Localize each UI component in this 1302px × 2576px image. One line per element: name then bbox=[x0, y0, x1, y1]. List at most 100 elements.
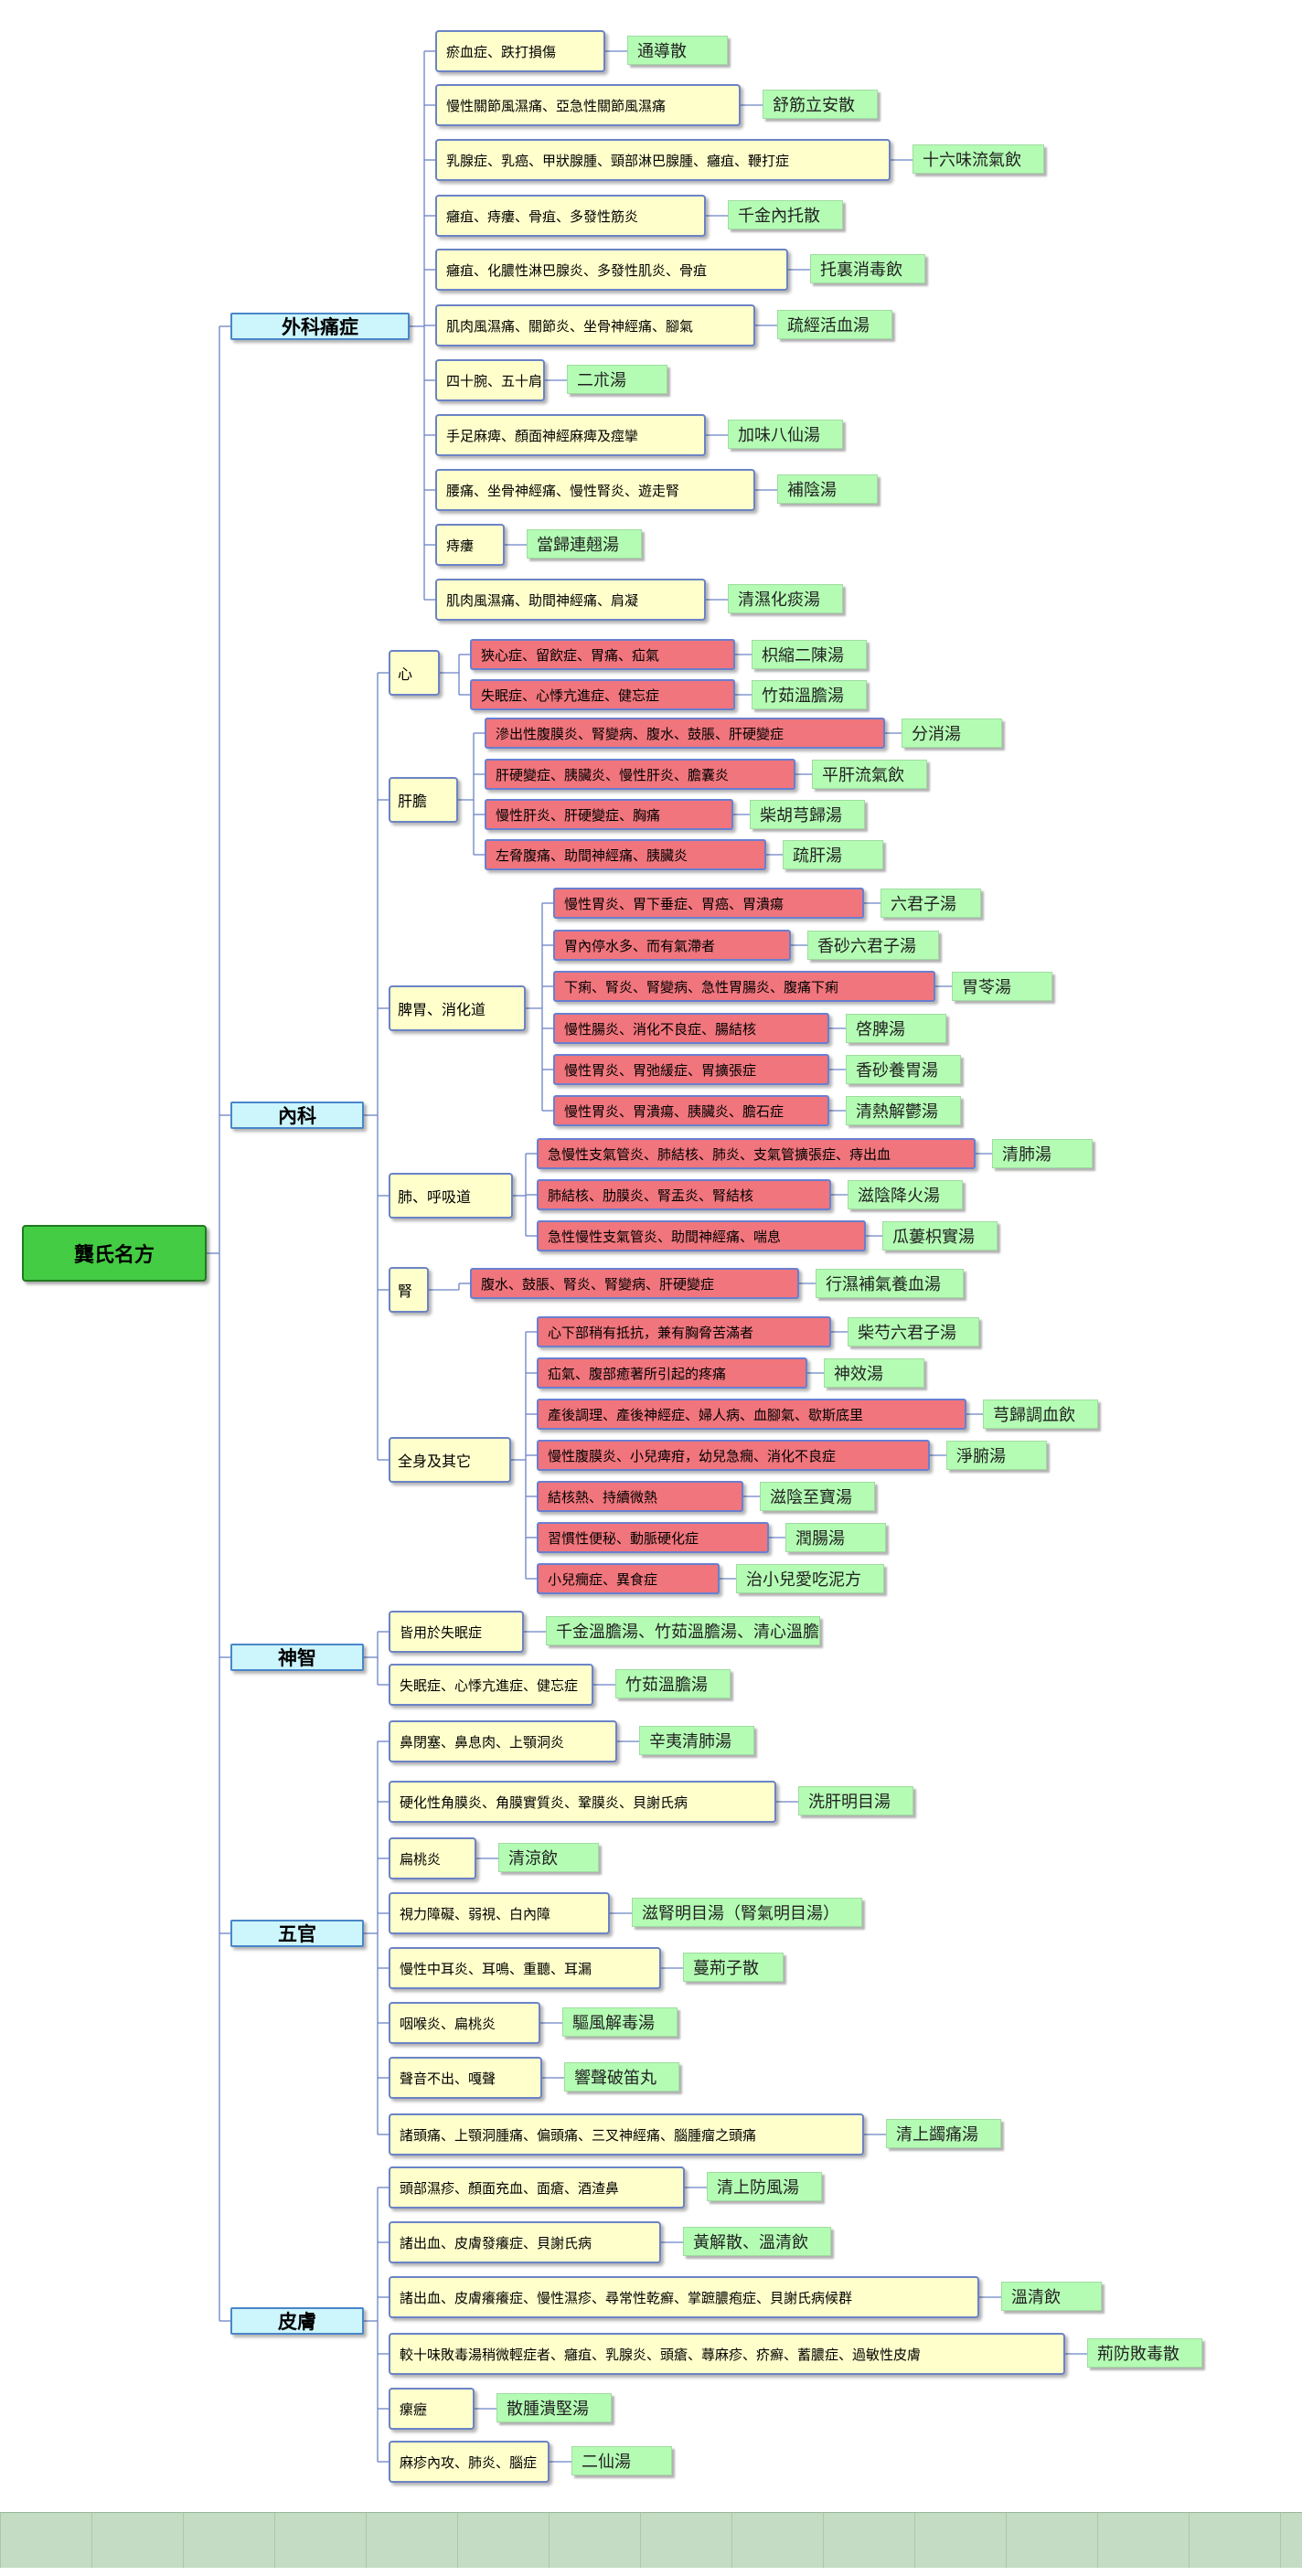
prescription-node[interactable]: 芎歸調血飲 bbox=[983, 1400, 1098, 1429]
prescription-node[interactable]: 通導散 bbox=[627, 36, 728, 65]
prescription-node[interactable]: 分消湯 bbox=[902, 719, 1002, 748]
symptom-node[interactable]: 咽喉炎、扁桃炎 bbox=[389, 2002, 540, 2044]
prescription-node[interactable]: 六君子湯 bbox=[880, 889, 981, 918]
internal-symptom-node[interactable]: 胃內停水多、而有氣滯者 bbox=[553, 930, 791, 961]
prescription-node[interactable]: 枳縮二陳湯 bbox=[752, 640, 867, 669]
internal-symptom-node[interactable]: 慢性胃炎、胃弛緩症、胃擴張症 bbox=[553, 1054, 829, 1085]
prescription-node[interactable]: 黃解散、溫清飲 bbox=[683, 2227, 831, 2256]
symptom-node[interactable]: 慢性中耳炎、耳鳴、重聽、耳漏 bbox=[389, 1947, 661, 1989]
category-node[interactable]: 外科痛症 bbox=[230, 313, 410, 340]
prescription-node[interactable]: 響聲破笛丸 bbox=[564, 2062, 679, 2092]
prescription-node[interactable]: 柴芍六君子湯 bbox=[848, 1317, 979, 1347]
prescription-node[interactable]: 清上蠲痛湯 bbox=[886, 2119, 1001, 2148]
internal-symptom-node[interactable]: 急性慢性支氣管炎、助間神經痛、喘息 bbox=[537, 1220, 866, 1251]
internal-symptom-node[interactable]: 腹水、鼓脹、腎炎、腎變病、肝硬變症 bbox=[470, 1268, 799, 1299]
group-node[interactable]: 肝膽 bbox=[389, 777, 458, 823]
internal-symptom-node[interactable]: 慢性胃炎、胃下垂症、胃癌、胃潰瘍 bbox=[553, 888, 864, 919]
prescription-node[interactable]: 清熱解鬱湯 bbox=[846, 1096, 961, 1125]
prescription-node[interactable]: 清涼飲 bbox=[498, 1843, 599, 1872]
group-node[interactable]: 脾胃、消化道 bbox=[389, 985, 526, 1031]
internal-symptom-node[interactable]: 肝硬變症、胰臟炎、慢性肝炎、膽囊炎 bbox=[485, 759, 795, 790]
symptom-node[interactable]: 痔瘻 bbox=[435, 524, 505, 566]
symptom-node[interactable]: 聲音不出、嘎聲 bbox=[389, 2057, 542, 2099]
internal-symptom-node[interactable]: 慢性肝炎、肝硬變症、胸痛 bbox=[485, 799, 733, 830]
internal-symptom-node[interactable]: 產後調理、產後神經症、婦人病、血腳氣、歇斯底里 bbox=[537, 1399, 966, 1430]
symptom-node[interactable]: 肌肉風濕痛、關節炎、坐骨神經痛、腳氣 bbox=[435, 304, 755, 346]
prescription-node[interactable]: 加味八仙湯 bbox=[728, 420, 843, 449]
prescription-node[interactable]: 辛夷清肺湯 bbox=[639, 1726, 754, 1755]
internal-symptom-node[interactable]: 慢性腸炎、消化不良症、腸結核 bbox=[553, 1013, 829, 1044]
prescription-node[interactable]: 滋陰降火湯 bbox=[848, 1180, 963, 1209]
symptom-node[interactable]: 癰疽、化膿性淋巴腺炎、多發性肌炎、骨疽 bbox=[435, 249, 788, 291]
prescription-node[interactable]: 清濕化痰湯 bbox=[728, 584, 843, 613]
internal-symptom-node[interactable]: 心下部稍有抵抗，兼有胸脅苦滿者 bbox=[537, 1316, 831, 1347]
prescription-node[interactable]: 啓脾湯 bbox=[846, 1014, 946, 1043]
symptom-node[interactable]: 瘰癧 bbox=[389, 2388, 475, 2430]
prescription-node[interactable]: 舒筋立安散 bbox=[763, 90, 878, 119]
group-node[interactable]: 腎 bbox=[389, 1267, 429, 1313]
internal-symptom-node[interactable]: 左脅腹痛、助間神經痛、胰臟炎 bbox=[485, 839, 766, 870]
internal-symptom-node[interactable]: 慢性腹膜炎、小兒痺疳，幼兒急癇、消化不良症 bbox=[537, 1440, 930, 1471]
prescription-node[interactable]: 疏肝湯 bbox=[783, 840, 883, 869]
symptom-node[interactable]: 諸頭痛、上顎洞腫痛、偏頭痛、三叉神經痛、腦腫瘤之頭痛 bbox=[389, 2113, 864, 2156]
internal-symptom-node[interactable]: 慢性胃炎、胃潰瘍、胰臟炎、膽石症 bbox=[553, 1095, 829, 1126]
prescription-node[interactable]: 瓜蔞枳實湯 bbox=[882, 1221, 998, 1251]
internal-symptom-node[interactable]: 失眠症、心悸亢進症、健忘症 bbox=[470, 679, 735, 710]
prescription-node[interactable]: 竹茹溫膽湯 bbox=[615, 1669, 731, 1698]
internal-symptom-node[interactable]: 滲出性腹膜炎、腎變病、腹水、鼓脹、肝硬變症 bbox=[485, 718, 885, 749]
prescription-node[interactable]: 散腫潰堅湯 bbox=[496, 2393, 612, 2422]
category-node[interactable]: 五官 bbox=[230, 1920, 364, 1947]
prescription-node[interactable]: 當歸連翹湯 bbox=[527, 529, 642, 559]
symptom-node[interactable]: 乳腺症、乳癌、甲狀腺腫、頸部淋巴腺腫、癰疽、鞭打症 bbox=[435, 139, 891, 181]
symptom-node[interactable]: 腰痛、坐骨神經痛、慢性腎炎、遊走腎 bbox=[435, 469, 755, 511]
prescription-node[interactable]: 胃苓湯 bbox=[952, 972, 1052, 1001]
prescription-node[interactable]: 十六味流氣飲 bbox=[912, 144, 1044, 174]
prescription-node[interactable]: 驅風解毒湯 bbox=[562, 2007, 678, 2037]
prescription-node[interactable]: 托裏消毒飲 bbox=[810, 254, 925, 283]
prescription-node[interactable]: 滋腎明目湯（腎氣明目湯） bbox=[632, 1898, 862, 1927]
symptom-node[interactable]: 四十腕、五十肩 bbox=[435, 359, 545, 401]
prescription-node[interactable]: 竹茹溫膽湯 bbox=[752, 680, 867, 709]
internal-symptom-node[interactable]: 習慣性便秘、動脈硬化症 bbox=[537, 1522, 769, 1553]
symptom-node[interactable]: 諸出血、皮膚發癢症、貝謝氏病 bbox=[389, 2221, 661, 2263]
prescription-node[interactable]: 清上防風湯 bbox=[707, 2172, 822, 2201]
prescription-node[interactable]: 二朮湯 bbox=[567, 365, 667, 394]
group-node[interactable]: 全身及其它 bbox=[389, 1437, 511, 1483]
prescription-node[interactable]: 平肝流氣飲 bbox=[812, 760, 927, 789]
prescription-node[interactable]: 神效湯 bbox=[824, 1358, 924, 1388]
prescription-node[interactable]: 補陰湯 bbox=[777, 474, 878, 504]
symptom-node[interactable]: 慢性關節風濕痛、亞急性關節風濕痛 bbox=[435, 84, 741, 126]
internal-symptom-node[interactable]: 狹心症、留飲症、胃痛、疝氣 bbox=[470, 639, 735, 670]
prescription-node[interactable]: 二仙湯 bbox=[571, 2446, 672, 2475]
internal-symptom-node[interactable]: 結核熱、持續微熱 bbox=[537, 1481, 743, 1512]
prescription-node[interactable]: 疏經活血湯 bbox=[777, 310, 892, 339]
prescription-node[interactable]: 柴胡芎歸湯 bbox=[750, 800, 865, 829]
category-node[interactable]: 皮膚 bbox=[230, 2307, 364, 2335]
internal-symptom-node[interactable]: 肺結核、肋膜炎、腎盂炎、腎結核 bbox=[537, 1179, 831, 1210]
prescription-node[interactable]: 千金溫膽湯、竹茹溫膽湯、清心溫膽湯 bbox=[546, 1616, 820, 1645]
prescription-node[interactable]: 蔓荊子散 bbox=[683, 1953, 784, 1982]
prescription-node[interactable]: 香砂養胃湯 bbox=[846, 1055, 961, 1084]
symptom-node[interactable]: 扁桃炎 bbox=[389, 1837, 476, 1879]
symptom-node[interactable]: 皆用於失眠症 bbox=[389, 1611, 524, 1653]
prescription-node[interactable]: 治小兒愛吃泥方 bbox=[736, 1564, 884, 1593]
symptom-node[interactable]: 失眠症、心悸亢進症、健忘症 bbox=[389, 1664, 593, 1706]
prescription-node[interactable]: 溫清飲 bbox=[1001, 2282, 1102, 2311]
internal-symptom-node[interactable]: 小兒癇症、異食症 bbox=[537, 1563, 720, 1594]
symptom-node[interactable]: 麻疹內攻、肺炎、腦症 bbox=[389, 2441, 550, 2483]
symptom-node[interactable]: 鼻閉塞、鼻息肉、上顎洞炎 bbox=[389, 1720, 617, 1762]
prescription-node[interactable]: 行濕補氣養血湯 bbox=[816, 1269, 964, 1298]
symptom-node[interactable]: 頭部濕疹、顏面充血、面瘡、酒渣鼻 bbox=[389, 2166, 685, 2209]
symptom-node[interactable]: 癰疽、痔瘻、骨疽、多發性筋炎 bbox=[435, 195, 706, 237]
prescription-node[interactable]: 洗肝明目湯 bbox=[798, 1786, 913, 1815]
symptom-node[interactable]: 視力障礙、弱視、白內障 bbox=[389, 1892, 610, 1934]
symptom-node[interactable]: 較十味敗毒湯稍微輕症者、癰疽、乳腺炎、頭瘡、蕁麻疹、疥癬、蓄膿症、過敏性皮膚 bbox=[389, 2333, 1065, 2375]
category-node[interactable]: 內科 bbox=[230, 1102, 364, 1129]
symptom-node[interactable]: 手足麻痺、顏面神經麻痺及痙攣 bbox=[435, 414, 706, 456]
prescription-node[interactable]: 淨腑湯 bbox=[946, 1441, 1047, 1470]
prescription-node[interactable]: 清肺湯 bbox=[992, 1139, 1093, 1168]
group-node[interactable]: 心 bbox=[389, 650, 440, 696]
group-node[interactable]: 肺、呼吸道 bbox=[389, 1173, 513, 1219]
prescription-node[interactable]: 荊防敗毒散 bbox=[1087, 2338, 1202, 2368]
symptom-node[interactable]: 硬化性角膜炎、角膜實質炎、鞏膜炎、貝謝氏病 bbox=[389, 1781, 776, 1823]
